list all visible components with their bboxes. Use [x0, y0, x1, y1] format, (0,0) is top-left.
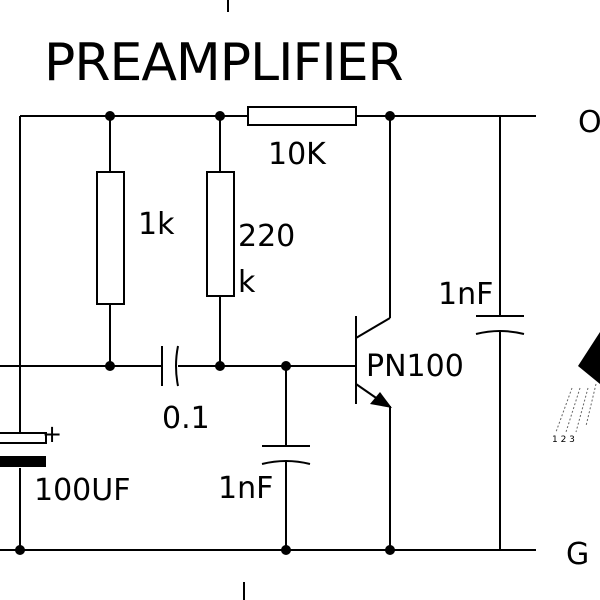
- resistor-220k: [206, 171, 235, 297]
- terminal-ground: G: [566, 537, 589, 572]
- pinout-lead-1: [555, 387, 573, 433]
- emitter-arrow: [370, 392, 392, 408]
- cap-100uf-plate-negative: [0, 456, 46, 467]
- junction-dot: [215, 111, 225, 121]
- transistor-collector-leg: [355, 317, 391, 339]
- label-220k-line2: k: [238, 265, 256, 300]
- label-10k: 10K: [268, 137, 327, 172]
- resistor-1k: [96, 171, 125, 305]
- label-pn100: PN100: [366, 349, 464, 384]
- cap-0-1-plate-right: [175, 345, 179, 387]
- transistor-pinout-sketch: 1 2 3: [552, 332, 600, 445]
- junction-dot: [105, 111, 115, 121]
- label-1k: 1k: [138, 207, 175, 242]
- junction-dot: [385, 545, 395, 555]
- cap-base-plate-bottom: [261, 460, 311, 465]
- junction-dot: [281, 361, 291, 371]
- label-100uf: 100UF: [34, 473, 130, 508]
- diagram-title: PREAMPLIFIER: [44, 33, 403, 93]
- pinout-numbers: 1 2 3: [552, 435, 575, 445]
- label-220k-line1: 220: [238, 219, 295, 254]
- pinout-lead-3: [575, 387, 589, 433]
- junction-dot: [281, 545, 291, 555]
- junction-dot: [105, 361, 115, 371]
- label-1nf-output: 1nF: [438, 277, 493, 312]
- junction-dot: [385, 111, 395, 121]
- pinout-lead-2: [565, 387, 581, 433]
- resistor-10k: [247, 106, 357, 126]
- cap-out-plate-bottom: [475, 330, 525, 335]
- terminal-output: O: [578, 105, 600, 140]
- label-0-1: 0.1: [162, 401, 210, 436]
- junction-dot: [215, 361, 225, 371]
- polarity-plus: +: [42, 420, 62, 448]
- junction-dot: [15, 545, 25, 555]
- pinout-lead-shade: [585, 383, 597, 427]
- label-1nf-base: 1nF: [218, 471, 273, 506]
- pinout-body: [578, 332, 600, 384]
- cap-100uf-plate-positive: [0, 432, 47, 444]
